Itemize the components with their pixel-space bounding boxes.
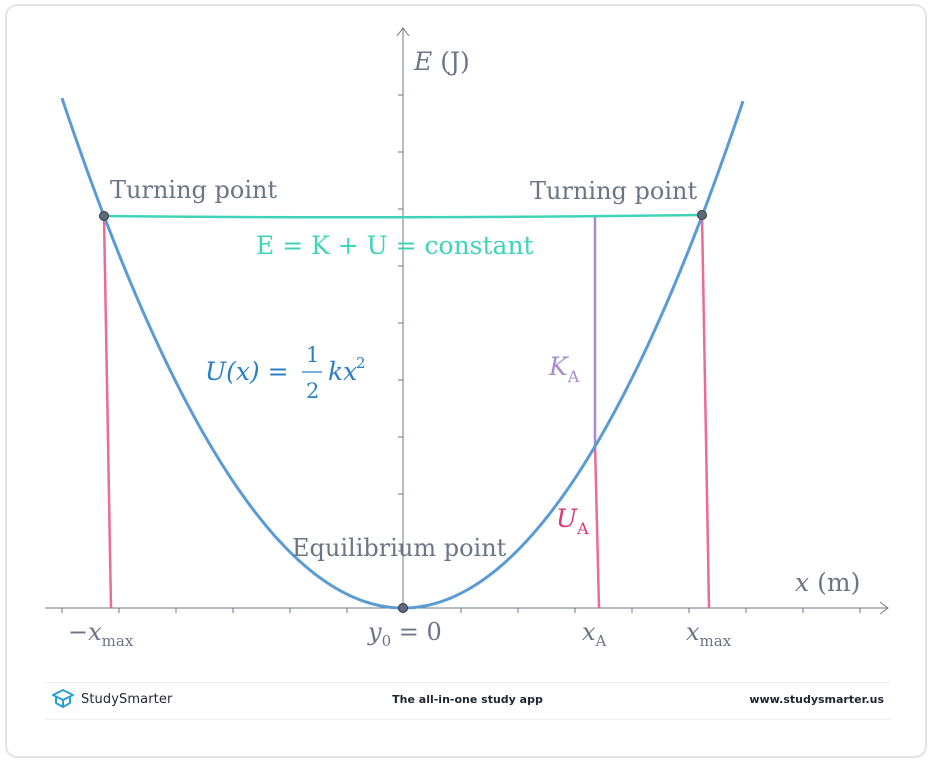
ka-label: KA — [548, 352, 580, 386]
footer-bar: StudySmarter The all-in-one study app ww… — [45, 682, 890, 720]
svg-text:1: 1 — [306, 343, 319, 367]
left-amplitude-line — [102, 215, 113, 609]
right-amplitude-line — [700, 214, 711, 609]
ua-label: UA — [556, 504, 589, 538]
y-axis-arrow-icon — [396, 27, 410, 37]
right-turning-point-marker — [697, 210, 707, 220]
equilibrium-point-marker — [398, 603, 408, 613]
x-axis-label: x(m) — [795, 568, 860, 597]
ua-line — [593, 443, 601, 609]
energy-equation-label: E = K + U = constant — [256, 231, 534, 260]
card-frame — [5, 4, 927, 758]
x-axis-ticks — [61, 608, 861, 613]
x-axis-arrow-icon — [879, 601, 889, 615]
equilibrium-point-label: Equilibrium point — [292, 534, 507, 562]
y0-tick-label: y0 = 0 — [367, 618, 442, 650]
brand-name: StudySmarter — [81, 691, 173, 707]
left-turning-point-marker — [99, 211, 109, 221]
svg-text:2: 2 — [356, 354, 366, 372]
xa-tick-label: xA — [582, 618, 607, 650]
svg-text:2: 2 — [306, 379, 319, 403]
svg-text:U(x) =: U(x) = — [205, 357, 289, 386]
website-link[interactable]: www.studysmarter.us — [749, 693, 884, 706]
studysmarter-logo-icon — [52, 689, 74, 708]
y-axis-label: E(J) — [413, 47, 470, 76]
right-turning-point-label: Turning point — [530, 177, 697, 205]
y-axis-ticks — [398, 94, 403, 552]
total-energy-line — [103, 213, 703, 219]
brand-logo-link[interactable]: StudySmarter — [51, 688, 172, 710]
xmax-tick-label: xmax — [686, 618, 732, 650]
svg-text:kx: kx — [328, 357, 357, 386]
left-turning-point-label: Turning point — [110, 176, 277, 204]
neg-xmax-tick-label: −xmax — [68, 618, 134, 650]
footer-tagline: The all-in-one study app — [392, 693, 543, 706]
potential-function-label: U(x) = 1 2 kx 2 — [205, 343, 366, 403]
